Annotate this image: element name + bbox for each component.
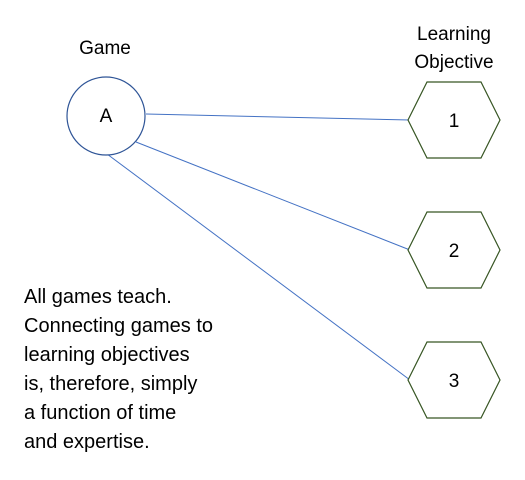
caption-line: a function of time — [24, 402, 177, 424]
connector-a-2 — [135, 141, 411, 251]
objective-hexagon-2 — [407, 211, 501, 289]
objective-header-line2: Objective — [414, 52, 493, 73]
objective-hexagon-1 — [407, 81, 501, 159]
objective-hexagon-3 — [407, 341, 501, 419]
objective-header-line1: Learning — [417, 24, 491, 45]
connector-a-3 — [106, 153, 411, 381]
caption-line: learning objectives — [24, 344, 190, 366]
objective-label-1: 1 — [449, 111, 460, 132]
explanatory-caption: All games teach. Connecting games to lea… — [24, 283, 254, 457]
game-node-a — [66, 76, 146, 156]
game-node-a-label: A — [100, 106, 113, 127]
caption-line: All games teach. — [24, 286, 172, 308]
objective-label-2: 2 — [449, 241, 460, 262]
objective-label-3: 3 — [449, 371, 460, 392]
caption-line: and expertise. — [24, 431, 150, 453]
connector-a-1 — [145, 113, 411, 121]
game-header: Game — [79, 38, 131, 59]
caption-line: Connecting games to — [24, 315, 214, 337]
caption-line: is, therefore, simply — [24, 373, 198, 395]
